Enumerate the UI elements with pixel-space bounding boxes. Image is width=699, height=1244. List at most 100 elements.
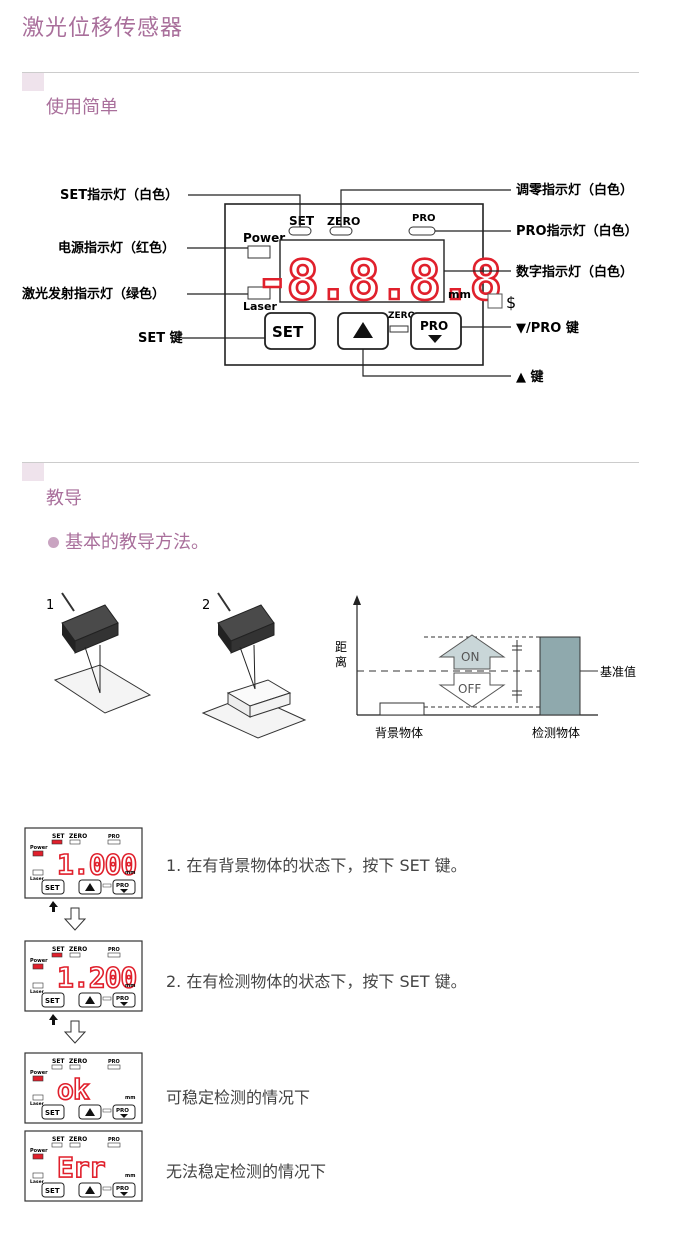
dollar-symbol: $ [506, 293, 516, 312]
mini-unit-label: mm [125, 1173, 135, 1179]
section-title-easy: 使用简单 [46, 97, 118, 118]
bullet-basic-method: 基本的教导方法。 [48, 528, 209, 554]
mini-power-led [32, 1075, 44, 1082]
callout-digit-led: 数字指示灯（白色） [516, 264, 633, 280]
display-digits: -8.8.8.8 [256, 249, 500, 312]
set-button-label: SET [272, 323, 304, 341]
callout-pro-led: PRO指示灯（白色） [516, 223, 638, 239]
zero-led [329, 226, 353, 236]
mini-pro-button-label: PRO [116, 1186, 129, 1192]
set-button [264, 312, 316, 350]
step-text-2: 2. 在有检测物体的状态下，按下 SET 键。 [166, 972, 467, 991]
pro-button-label: PRO [420, 319, 448, 333]
bullet-dot-icon [48, 537, 59, 548]
pro-button [410, 312, 462, 350]
section-title-teach: 教导 [46, 488, 82, 509]
mini-zero-label: ZERO [69, 1058, 87, 1065]
checkbox-square [487, 293, 503, 309]
bullet-text: 基本的教导方法。 [65, 532, 209, 553]
mini-pro-button [112, 1182, 136, 1198]
mini-unit-label: mm [125, 1095, 135, 1101]
mini-set-button-label: SET [45, 1109, 60, 1117]
background-object-bar [379, 702, 425, 716]
section-divider [22, 72, 639, 73]
mini-power-label: Power [30, 1070, 48, 1076]
mini-power-label: Power [30, 958, 48, 964]
callout-up-key: ▲ 键 [516, 369, 544, 385]
mini-down-icon [120, 889, 128, 893]
set-led [288, 226, 312, 236]
panel-diagram: SET ZERO PRO Power Laser -8.8.8.8 mm $ S… [22, 182, 638, 385]
mini-zero-led [69, 839, 81, 845]
display-window [279, 239, 445, 303]
mini-pro-label: PRO [108, 1059, 120, 1065]
callout-set-key: SET 键 [138, 330, 183, 346]
on-arrow-icon [438, 634, 506, 670]
mini-down-icon [120, 1192, 128, 1196]
callout-power-led: 电源指示灯（红色） [58, 240, 175, 256]
mini-pro-button [112, 1104, 136, 1120]
laser-led [247, 286, 271, 300]
mini-laser-led [32, 982, 44, 989]
mini-laser-led [32, 1094, 44, 1101]
unit-label: mm [448, 288, 471, 301]
mini-set-label: SET [52, 946, 65, 953]
mini-pro-label: PRO [108, 947, 120, 953]
mini-power-led [32, 850, 44, 857]
page-title: 激光位移传感器 [22, 16, 184, 41]
on-label: ON [461, 650, 479, 664]
mini-zero-led [69, 1064, 81, 1070]
mini-display-value: 1.000 [57, 848, 136, 881]
pro-led [408, 226, 436, 236]
mini-laser-led [32, 1172, 44, 1179]
mini-laser-led [32, 869, 44, 876]
mini-power-led [32, 1153, 44, 1160]
teaching-figures: 1 2 距 离 ON OFF 基准值 背景物体 检测物体 [46, 592, 636, 740]
pro-label: PRO [412, 213, 436, 224]
mini-zero-label: ZERO [69, 946, 87, 953]
detect-object-label: 检测物体 [532, 725, 580, 740]
section-divider [22, 462, 639, 463]
mini-set-led [51, 1142, 63, 1148]
mini-power-label: Power [30, 1148, 48, 1154]
zero-small-led [389, 325, 409, 333]
press-arrow-icon [49, 901, 58, 912]
mini-set-button-label: SET [45, 1187, 60, 1195]
mini-laser-label: Laser [30, 1101, 45, 1107]
mini-power-label: Power [30, 845, 48, 851]
mini-pro-led [107, 839, 121, 845]
laser-label: Laser [243, 300, 277, 313]
section-marker [22, 463, 44, 481]
next-step-arrow-icon [63, 1020, 87, 1044]
mini-set-label: SET [52, 1058, 65, 1065]
mini-down-icon [120, 1002, 128, 1006]
axis-label-1: 距 [335, 640, 347, 654]
mini-pro-led [107, 1064, 121, 1070]
callout-down-pro-key: ▼/PRO 键 [516, 320, 579, 336]
mini-set-button [41, 992, 65, 1008]
mini-laser-label: Laser [30, 989, 45, 995]
mini-pro-button [112, 992, 136, 1008]
mini-set-label: SET [52, 833, 65, 840]
next-step-arrow-icon [63, 907, 87, 931]
mini-pro-button-label: PRO [116, 1108, 129, 1114]
zero-label: ZERO [327, 215, 360, 228]
mini-zero-led [69, 1142, 81, 1148]
mini-power-led [32, 963, 44, 970]
mini-set-label: SET [52, 1136, 65, 1143]
mini-zero-led [69, 952, 81, 958]
mini-display-value: 1.200 [57, 961, 136, 994]
mini-display-value: ok [57, 1073, 90, 1106]
figure-number-2: 2 [202, 598, 210, 613]
set-label: SET [289, 214, 315, 228]
mini-unit-label: mm [125, 870, 135, 876]
mini-down-icon [120, 1114, 128, 1118]
step-text-3: 可稳定检测的情况下 [166, 1088, 311, 1107]
callout-zero-led: 调零指示灯（白色） [516, 182, 633, 198]
mini-set-button-label: SET [45, 997, 60, 1005]
mini-up-icon [85, 1108, 95, 1116]
mini-zero-label: ZERO [69, 1136, 87, 1143]
step-text-1: 1. 在有背景物体的状态下，按下 SET 键。 [166, 856, 467, 875]
mini-pro-button-label: PRO [116, 883, 129, 889]
